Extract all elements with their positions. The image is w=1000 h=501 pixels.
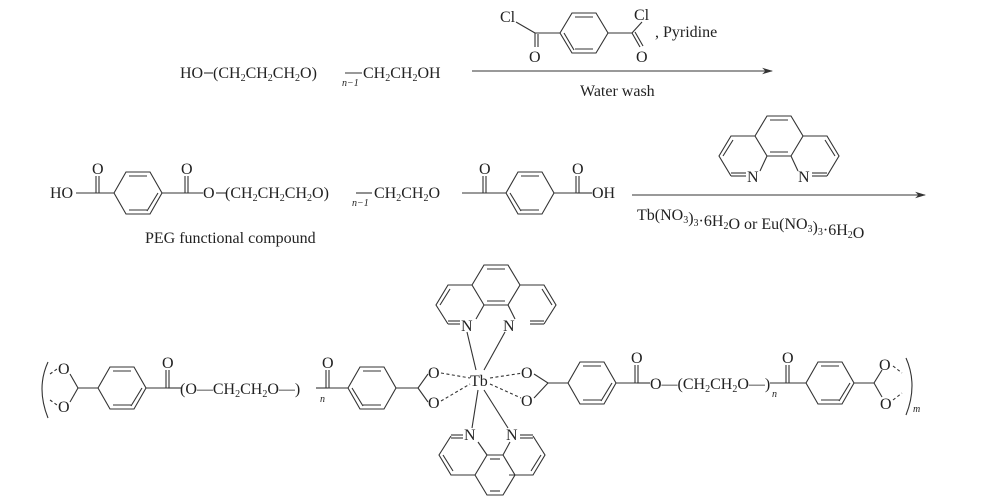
atom-o: O	[322, 355, 334, 372]
atom-o: O	[880, 396, 892, 413]
tb-complex-polymer: O O O (O—CH2CH2O—) n O O O Tb	[41, 264, 920, 496]
reactant-subscript: n−1	[342, 78, 359, 89]
atom-o: O	[203, 185, 215, 202]
peg-chain-end: CH2CH2O	[374, 185, 440, 204]
peg-repeat-unit: (CH2CH2CH2O)	[225, 185, 329, 204]
reactant-end: CH2CH2OH	[363, 65, 441, 84]
right-chain-subscript: n	[772, 389, 777, 400]
terephthaloyl-chloride: Cl Cl O O , Pyridine	[500, 7, 717, 66]
atom-o: O	[521, 393, 533, 410]
atom-o: O	[631, 350, 643, 367]
atom-o: O	[58, 399, 70, 416]
atom-o-left: O	[529, 49, 541, 66]
atom-o-right: O	[636, 49, 648, 66]
atom-o: O	[92, 161, 104, 178]
atom-n: N	[747, 169, 759, 186]
atom-o: O	[162, 355, 174, 372]
atom-o: O	[521, 365, 533, 382]
atom-ho: HO	[50, 185, 73, 202]
peg-subscript: n−1	[352, 198, 369, 209]
phenanthroline-reagent: N N	[718, 115, 840, 186]
atom-o: O	[782, 350, 794, 367]
metal-tb: Tb	[470, 373, 488, 390]
reagent-pyridine: , Pyridine	[655, 24, 717, 41]
atom-o: O	[479, 161, 491, 178]
atom-n: N	[506, 427, 518, 444]
step1-reactant: HO (CH2CH2CH2O) n−1 CH2CH2OH	[180, 65, 441, 89]
left-chain-subscript: n	[320, 394, 325, 405]
polymer-bracket-left	[41, 361, 49, 419]
condition-lanthanide-salt: Tb(NO3)3·6H2O or Eu(NO3)3·6H2O	[637, 207, 864, 242]
atom-n: N	[461, 318, 473, 335]
atom-n: N	[464, 427, 476, 444]
left-chain: (O—CH2CH2O—)	[180, 381, 300, 400]
polymer-bracket-right	[905, 357, 913, 416]
product-label: PEG functional compound	[145, 230, 316, 247]
atom-o: O	[181, 161, 193, 178]
atom-o: O	[58, 361, 70, 378]
condition-water-wash: Water wash	[580, 83, 655, 100]
atom-cl-left: Cl	[500, 9, 516, 26]
atom-o: O	[428, 365, 440, 382]
peg-functional-compound: HO O O O (CH2CH2CH2O) n−1 CH2CH2O O O	[50, 161, 616, 215]
atom-o: O	[572, 161, 584, 178]
atom-o: O	[428, 395, 440, 412]
atom-n: N	[798, 169, 810, 186]
polymer-subscript: m	[913, 404, 920, 415]
atom-oh: OH	[592, 185, 616, 202]
atom-cl-right: Cl	[634, 7, 650, 24]
atom-n: N	[503, 318, 515, 335]
atom-o: O	[879, 357, 891, 374]
right-chain: O—(CH2CH2O—)	[650, 376, 770, 395]
reactant-ho: HO	[180, 65, 203, 82]
reactant-repeat-unit: (CH2CH2CH2O)	[213, 65, 317, 84]
